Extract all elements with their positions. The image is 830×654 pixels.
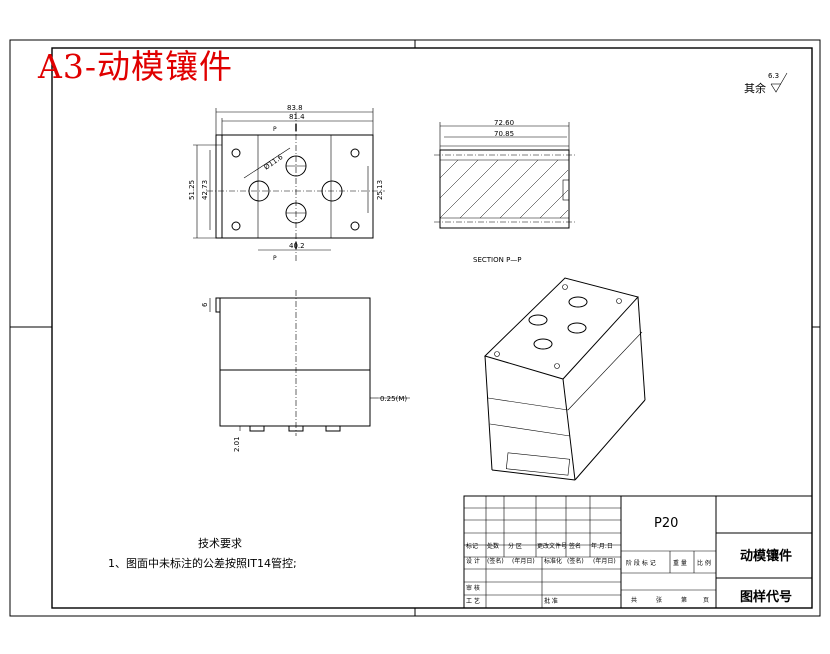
tb-design-sign: (签名) xyxy=(487,557,504,565)
tb-sign: 签名 xyxy=(569,542,581,550)
tb-standard-sign: (签名) xyxy=(567,557,584,565)
tb-count: 处数 xyxy=(487,542,499,550)
top-view xyxy=(193,108,385,262)
tb-process: 工 艺 xyxy=(466,597,480,605)
tb-weight: 重 量 xyxy=(673,559,687,567)
section-hatch xyxy=(440,160,568,218)
section-mark-bottom: P xyxy=(273,255,277,262)
tb-page: 页 xyxy=(703,597,709,604)
tb-mark: 标记 xyxy=(466,542,478,550)
dim-front-top: 6 xyxy=(201,302,209,307)
dim-height-inner: 42.73 xyxy=(201,180,209,200)
section-view xyxy=(434,122,575,229)
dim-hole-spacing-h: 40.2 xyxy=(289,242,305,250)
material-label: P20 xyxy=(654,516,679,531)
inner-border xyxy=(51,47,813,609)
isometric-view xyxy=(484,277,646,481)
tb-design-date: (年月日) xyxy=(512,557,535,565)
tb-standard-date: (年月日) xyxy=(593,557,616,565)
dim-top-width: 83.8 xyxy=(287,104,303,112)
roughness-label: 其余 xyxy=(744,82,766,95)
section-mark-top: P xyxy=(273,126,277,133)
roughness-value: 6.3 xyxy=(768,72,779,80)
dim-front-bottom: 2.01 xyxy=(233,436,241,452)
tb-change-doc: 更改文件号 xyxy=(537,542,567,550)
dim-top-inner: 81.4 xyxy=(289,113,305,121)
dim-hole-spacing-v: 25.13 xyxy=(376,180,384,200)
tb-approve: 批 准 xyxy=(544,597,558,605)
tb-sheets: 张 xyxy=(656,596,662,604)
outer-frame xyxy=(9,39,821,617)
notes-heading: 技术要求 xyxy=(198,537,242,550)
tb-date: 年.月.日 xyxy=(591,542,613,550)
tb-total: 共 xyxy=(631,596,637,604)
tb-check: 审 核 xyxy=(466,584,480,592)
tb-scale: 比 例 xyxy=(697,559,711,567)
tb-stage: 阶 段 标 记 xyxy=(626,559,656,567)
dim-section-width: 72.60 xyxy=(494,119,514,127)
tb-standard: 标准化 xyxy=(544,557,562,565)
title-block xyxy=(463,495,813,609)
part-name: 动模镶件 xyxy=(740,549,793,564)
roughness-symbol xyxy=(770,72,788,93)
drawing-title: A3-动模镶件 xyxy=(38,47,233,86)
drawing-code: 图样代号 xyxy=(740,590,793,605)
dim-hole-diameter: Ø11.6 xyxy=(263,153,285,172)
dim-height-total: 51.25 xyxy=(188,180,196,200)
dim-section-inner: 70.85 xyxy=(494,130,514,138)
notes-item-1: 1、图面中未标注的公差按照IT14管控; xyxy=(108,557,297,570)
front-view xyxy=(209,290,410,436)
flatness-callout: 0.25(M) xyxy=(380,395,407,403)
section-label: SECTION P—P xyxy=(473,256,522,264)
tb-design: 设 计 xyxy=(466,557,480,565)
tb-no: 第 xyxy=(681,596,687,604)
tb-zone: 分 区 xyxy=(508,542,522,550)
